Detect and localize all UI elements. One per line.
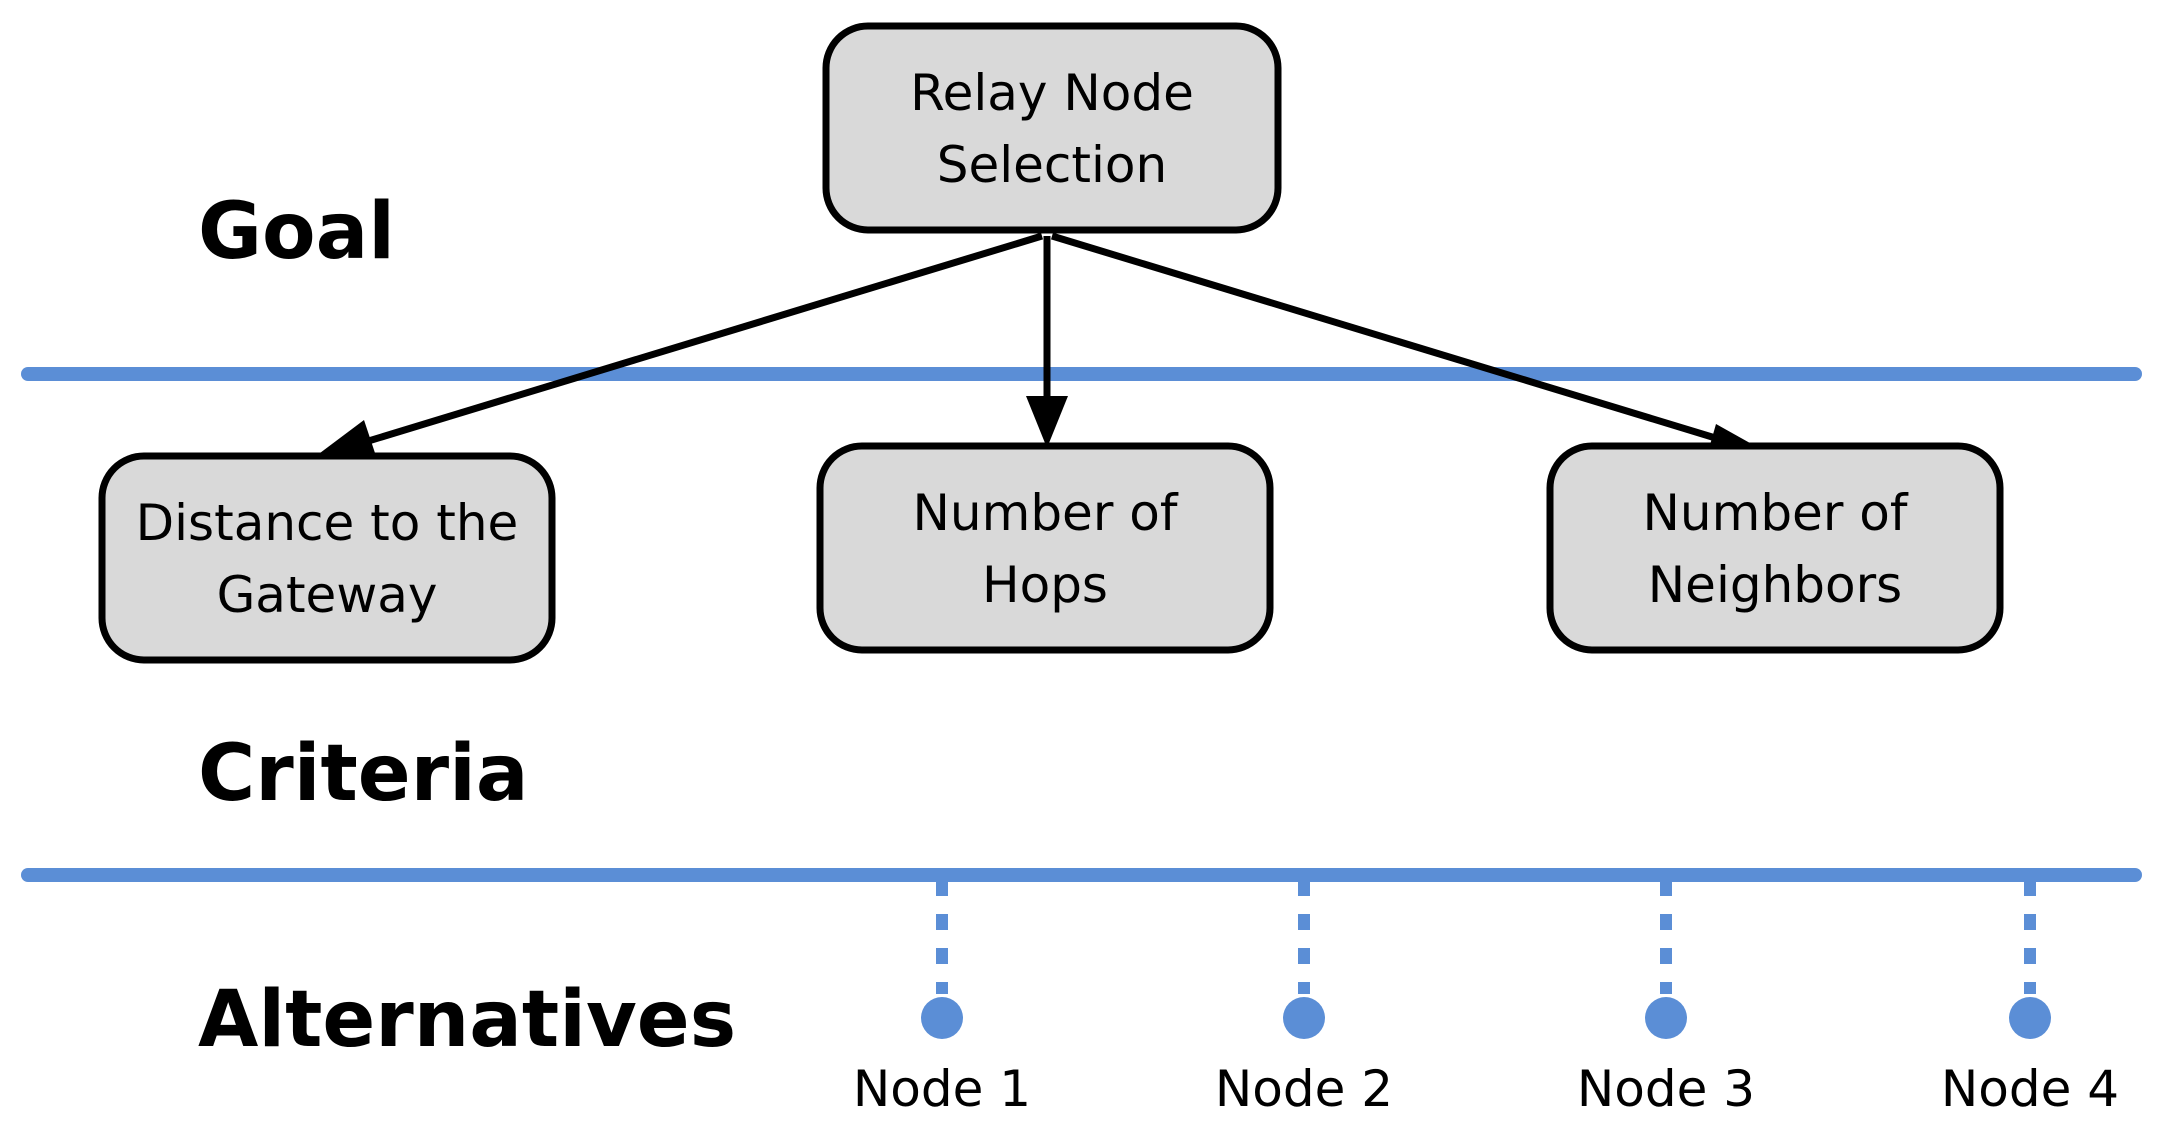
alternative-dot [921, 997, 963, 1039]
alternative-node-3: Node 3 [1577, 880, 1755, 1118]
criterion-box-hops: Number of Hops [816, 442, 1274, 654]
alternative-node-4: Node 4 [1941, 880, 2119, 1118]
criterion-box-neighbors: Number of Neighbors [1546, 442, 2004, 654]
alternative-label: Node 2 [1215, 1060, 1393, 1118]
alternative-node-2: Node 2 [1215, 880, 1393, 1118]
alternative-label: Node 1 [853, 1060, 1031, 1118]
alternative-dot [1645, 997, 1687, 1039]
goal-box-line2: Selection [937, 136, 1167, 194]
goal-box-line1: Relay Node [910, 64, 1194, 122]
alternative-label: Node 3 [1577, 1060, 1755, 1118]
arrow-to-hops [1026, 236, 1068, 448]
criterion-box-distance: Distance to the Gateway [98, 452, 556, 664]
criterion-distance-line2: Gateway [217, 566, 438, 624]
alternative-node-1: Node 1 [853, 880, 1031, 1118]
alternative-label: Node 4 [1941, 1060, 2119, 1118]
alternative-dot [1283, 997, 1325, 1039]
arrow-to-distance [316, 232, 1044, 462]
goal-box: Relay Node Selection [822, 22, 1282, 234]
alternative-dot [2009, 997, 2051, 1039]
criterion-hops-line2: Hops [982, 556, 1108, 614]
criterion-neighbors-line1: Number of [1643, 484, 1909, 542]
criterion-distance-line1: Distance to the [136, 494, 519, 552]
level-label-goal: Goal [198, 187, 395, 277]
criterion-hops-line1: Number of [913, 484, 1179, 542]
criterion-neighbors-line2: Neighbors [1648, 556, 1902, 614]
level-label-alternatives: Alternatives [198, 975, 736, 1065]
arrow-to-neighbors [1050, 232, 1766, 466]
level-label-criteria: Criteria [198, 729, 528, 819]
